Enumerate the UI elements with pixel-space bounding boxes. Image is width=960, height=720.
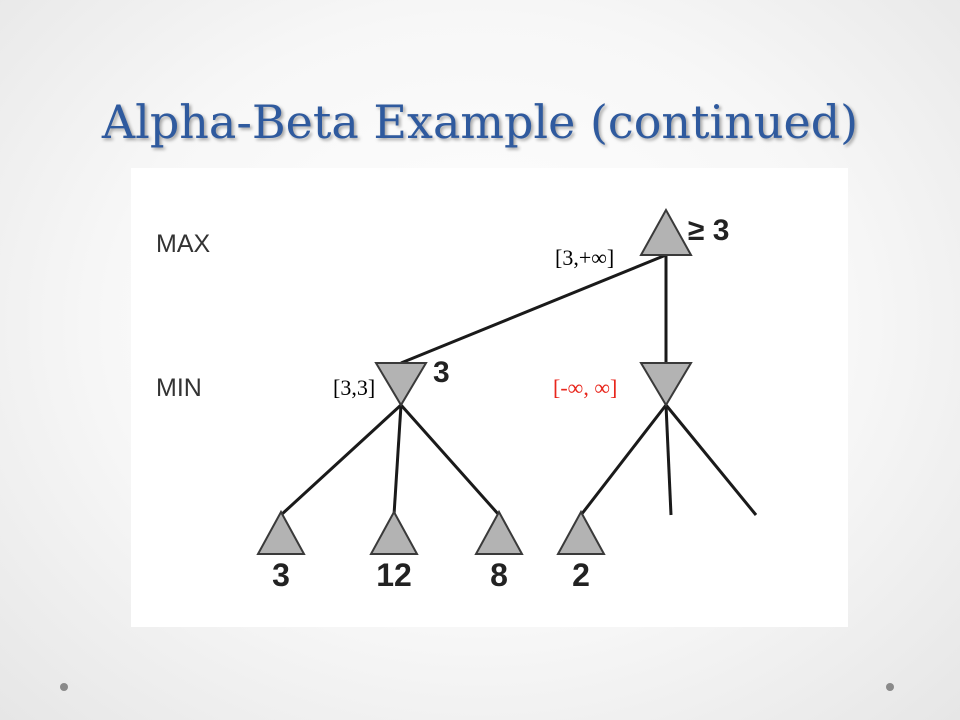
alpha-beta-tree-diagram: MAX MIN ≥ 3 3 [3,+∞] [3,3] [-∞, ∞] 3 12 … bbox=[131, 168, 848, 627]
leaf-node-4 bbox=[556, 509, 606, 555]
level-label-max: MAX bbox=[156, 230, 211, 258]
tree-canvas: MAX MIN ≥ 3 3 [3,+∞] [3,3] [-∞, ∞] 3 12 … bbox=[156, 207, 758, 593]
leaf-value-2: 12 bbox=[376, 557, 412, 593]
root-interval: [3,+∞] bbox=[555, 245, 614, 270]
tree-edges bbox=[279, 253, 758, 517]
edge-min-left-to-leaf-12 bbox=[392, 404, 403, 516]
leaf-value-1: 3 bbox=[272, 557, 290, 593]
edge-root-to-min-left bbox=[400, 253, 667, 365]
min-left-interval: [3,3] bbox=[333, 375, 375, 400]
min-node-left bbox=[374, 362, 428, 407]
slide-title: Alpha-Beta Example (continued) bbox=[101, 95, 859, 149]
leaf-value-4: 2 bbox=[572, 557, 590, 593]
slide-corner-dot-left bbox=[60, 683, 68, 691]
edge-min-right-to-unexplored-right bbox=[664, 404, 758, 516]
max-node-root bbox=[639, 207, 693, 256]
leaf-node-2 bbox=[369, 509, 419, 555]
min-node-right bbox=[639, 362, 693, 407]
edge-min-left-to-leaf-8 bbox=[399, 404, 501, 516]
edge-min-right-to-unexplored-middle bbox=[664, 404, 673, 516]
min-left-value-label: 3 bbox=[433, 356, 450, 389]
edge-min-right-to-leaf-2 bbox=[579, 404, 668, 516]
slide-corner-dot-right bbox=[886, 683, 894, 691]
min-right-interval: [-∞, ∞] bbox=[553, 375, 617, 400]
edge-min-left-to-leaf-3 bbox=[279, 403, 403, 517]
leaf-value-3: 8 bbox=[490, 557, 508, 593]
leaf-node-3 bbox=[474, 509, 524, 555]
root-value-label: ≥ 3 bbox=[688, 214, 729, 247]
level-label-min: MIN bbox=[156, 374, 202, 402]
leaf-node-1 bbox=[256, 509, 306, 555]
